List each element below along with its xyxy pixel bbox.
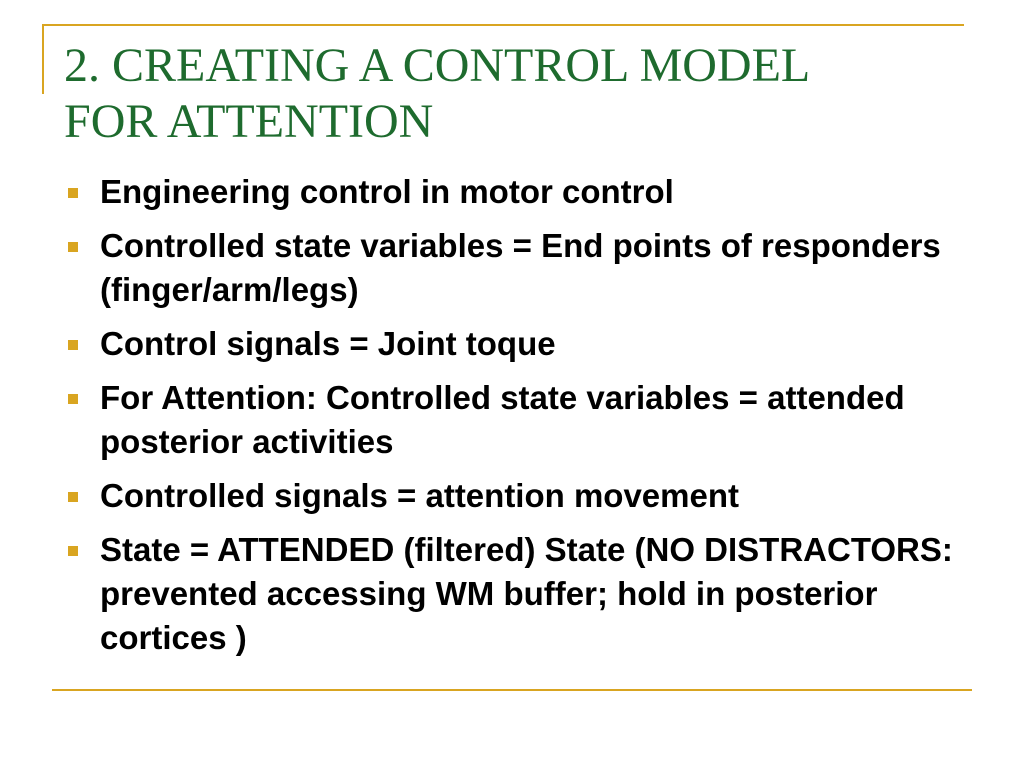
- square-bullet-icon: [68, 242, 78, 252]
- square-bullet-icon: [68, 394, 78, 404]
- bullet-item: For Attention: Controlled state variable…: [68, 376, 968, 464]
- slide-title: 2. CREATING A CONTROL MODEL FOR ATTENTIO…: [64, 38, 964, 150]
- square-bullet-icon: [68, 492, 78, 502]
- bullet-text: State = ATTENDED (filtered) State (NO DI…: [100, 531, 953, 656]
- bullet-item: Controlled state variables = End points …: [68, 224, 968, 312]
- bullet-text: Controlled signals = attention movement: [100, 477, 740, 514]
- square-bullet-icon: [68, 546, 78, 556]
- bullet-text: For Attention: Controlled state variable…: [100, 379, 905, 460]
- bullet-text: Engineering control in motor control: [100, 173, 674, 210]
- bullet-list: Engineering control in motor control Con…: [68, 170, 968, 670]
- bullet-item: State = ATTENDED (filtered) State (NO DI…: [68, 528, 968, 660]
- bullet-item: Controlled signals = attention movement: [68, 474, 968, 518]
- bottom-rule: [52, 689, 972, 691]
- square-bullet-icon: [68, 340, 78, 350]
- left-rule: [42, 24, 44, 94]
- top-rule: [42, 24, 964, 26]
- bullet-text: Controlled state variables = End points …: [100, 227, 941, 308]
- bullet-item: Control signals = Joint toque: [68, 322, 968, 366]
- square-bullet-icon: [68, 188, 78, 198]
- slide-title-line-2: FOR ATTENTION: [64, 95, 434, 148]
- bullet-text: Control signals = Joint toque: [100, 325, 556, 362]
- bullet-item: Engineering control in motor control: [68, 170, 968, 214]
- slide-title-line-1: 2. CREATING A CONTROL MODEL: [64, 39, 811, 92]
